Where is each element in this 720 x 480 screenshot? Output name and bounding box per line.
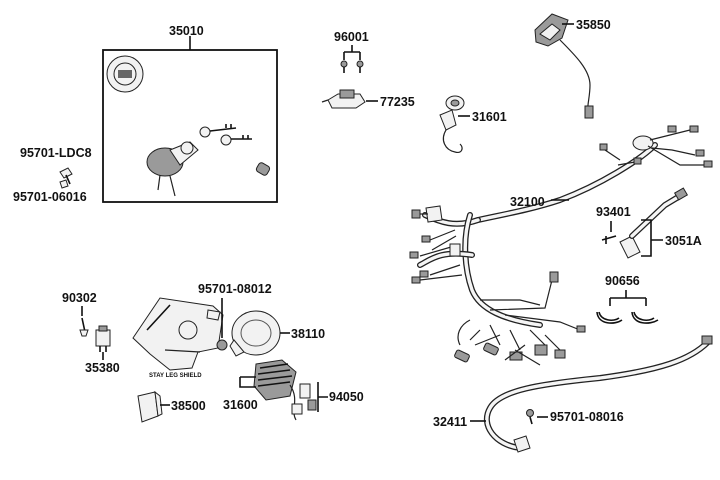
relay-77235[interactable] xyxy=(321,89,366,109)
label-35850: 35850 xyxy=(576,18,611,32)
label-96001: 96001 xyxy=(334,30,369,44)
ignition-cover-cap[interactable] xyxy=(106,55,144,93)
cable-group: 32411 95701-08016 xyxy=(433,335,713,453)
harness-plugs-94050[interactable] xyxy=(289,383,317,421)
label-90656: 90656 xyxy=(605,274,640,288)
label-95701-06016: 95701-06016 xyxy=(13,190,87,204)
flasher-group: 38500 xyxy=(137,390,206,423)
label-95701-08016: 95701-08016 xyxy=(550,410,624,424)
regulator-group: 31600 94050 xyxy=(223,359,364,421)
note-stay-leg-shield: STAY LEG SHIELD xyxy=(149,373,202,379)
label-38500: 38500 xyxy=(171,399,206,413)
label-90302: 90302 xyxy=(62,291,97,305)
stay-leg-shield-bracket[interactable] xyxy=(132,297,224,371)
label-32411: 32411 xyxy=(433,415,467,429)
bracket-90656 xyxy=(609,290,647,306)
screw-90302[interactable] xyxy=(79,317,89,337)
bracket-31600 xyxy=(239,376,256,388)
relay-35380[interactable] xyxy=(95,325,111,352)
relay-group: 96001 77235 xyxy=(321,30,415,109)
bracket-94050 xyxy=(317,382,328,412)
screw-icon-96001-a[interactable] xyxy=(340,60,348,73)
label-94050: 94050 xyxy=(329,390,364,404)
bracket-3051a xyxy=(641,219,663,257)
switch-35850-group: 35850 xyxy=(534,13,611,119)
label-35010: 35010 xyxy=(169,24,204,38)
switch-31601-group: 31601 xyxy=(439,95,507,153)
horn-38110[interactable] xyxy=(229,310,281,357)
flasher-38500[interactable] xyxy=(137,390,163,423)
label-31600: 31600 xyxy=(223,398,258,412)
clamp-band-b[interactable] xyxy=(631,311,659,324)
band-group-90656: 90656 xyxy=(596,274,659,324)
clip-93401[interactable] xyxy=(601,235,617,244)
label-32100: 32100 xyxy=(510,195,545,209)
spark-plug-cap-3051a[interactable] xyxy=(619,187,689,259)
bracket-96001 xyxy=(343,45,361,60)
label-93401: 93401 xyxy=(596,205,631,219)
label-95701-08012: 95701-08012 xyxy=(198,282,272,296)
seat-lock-cylinder[interactable] xyxy=(255,162,271,177)
ignition-kit-group: 35010 xyxy=(102,24,278,203)
key-sensor-31601[interactable] xyxy=(439,95,465,153)
regulator-31600[interactable] xyxy=(253,359,297,401)
bolt-95701-08016[interactable] xyxy=(526,409,534,425)
relay-35380-group: 90302 35380 xyxy=(62,291,120,375)
horn-group: 95701-08012 38110 xyxy=(198,282,325,357)
handlebar-switch-35850[interactable] xyxy=(534,13,594,119)
bolt-group-left: 95701-LDC8 95701-06016 xyxy=(13,146,92,204)
ignition-switch-body[interactable] xyxy=(146,141,199,197)
plug-cap-group: 93401 3051A xyxy=(596,187,702,259)
label-38110: 38110 xyxy=(291,327,325,341)
label-95701-ldc8: 95701-LDC8 xyxy=(20,146,92,160)
label-3051a: 3051A xyxy=(665,234,702,248)
label-35380: 35380 xyxy=(85,361,120,375)
ignition-keys[interactable] xyxy=(199,124,252,146)
label-77235: 77235 xyxy=(380,95,415,109)
clamp-band-a[interactable] xyxy=(596,311,623,324)
battery-cable-32411[interactable] xyxy=(483,335,713,453)
label-31601: 31601 xyxy=(472,110,507,124)
bolt-95701-08012[interactable] xyxy=(216,339,228,351)
bolt-icon[interactable] xyxy=(59,167,73,189)
screw-icon-96001-b[interactable] xyxy=(356,60,364,73)
